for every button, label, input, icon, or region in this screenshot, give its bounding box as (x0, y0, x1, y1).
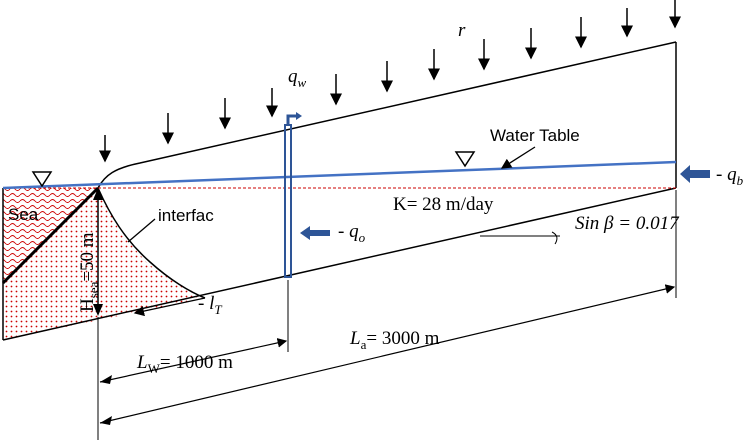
qb-arrow (680, 165, 710, 183)
pumping-well (284, 112, 302, 278)
toe-label: - lT (198, 293, 222, 317)
lw-label: LW= 1000 m (136, 352, 233, 376)
sea-label: Sea (8, 205, 39, 224)
conductivity-label: K= 28 m/day (393, 194, 494, 215)
interface-label: interfac (158, 206, 214, 225)
water-table-label: Water Table (490, 126, 580, 145)
la-label: La= 3000 m (349, 328, 440, 352)
qb-label: - qb (716, 164, 744, 188)
slope-angle (480, 231, 560, 245)
well-rate-label: qw (288, 66, 307, 90)
recharge-arrows (99, 0, 681, 163)
water-table-marker (454, 151, 476, 168)
qo-arrow (300, 226, 330, 240)
water-table-leader (500, 146, 536, 169)
slope-label: Sin β = 0.017 (575, 213, 680, 234)
hsea-label: Hsea=50 m (77, 232, 101, 312)
saltwater-wedge (3, 188, 205, 340)
toe-arrow (133, 297, 206, 317)
qo-label: - qo (338, 221, 366, 245)
lw-dimension (99, 338, 288, 383)
seafloor-line (1, 186, 100, 285)
interface-curve (97, 187, 206, 299)
la-dimension (99, 284, 676, 424)
water-table-line (2, 160, 677, 190)
recharge-label: r (458, 20, 466, 41)
interface-leader (127, 218, 156, 243)
aquifer-bottom (2, 187, 677, 341)
sea-level-marker (31, 171, 53, 188)
